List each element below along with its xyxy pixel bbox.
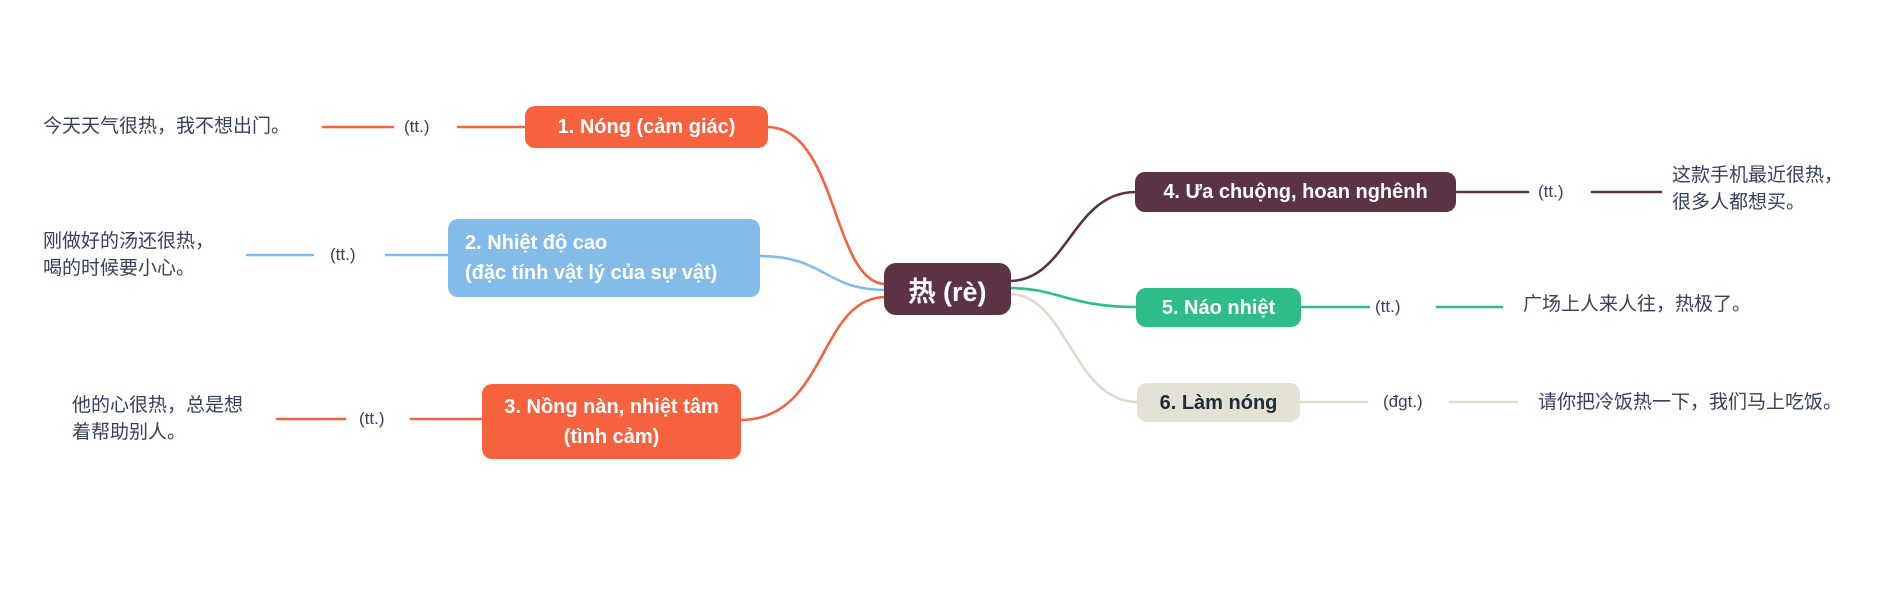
pos-label-1: (tt.) [404,117,430,136]
node-label-line: (đặc tính vật lý của sự vật) [465,262,718,284]
pos-label-5: (tt.) [1375,297,1401,316]
example-line: 喝的时候要小心。 [43,258,196,279]
example-sentence-6: 请你把冷饭热一下，我们马上吃饭。 [1538,389,1842,416]
pos-label-4: (tt.) [1538,182,1564,201]
meaning-node-5-nao-nhiet[interactable]: 5. Náo nhiệt [1136,288,1301,327]
meaning-node-3-nong-nan-nhiet-tam[interactable]: 3. Nồng nàn, nhiệt tâm (tình cảm) [482,384,741,459]
root-node-label: 热 (rè) [908,276,987,307]
node-label-line: 2. Nhiệt độ cao [465,232,608,254]
node-label-line: 4. Ưa chuộng, hoan nghênh [1163,181,1428,203]
example-sentence-3: 他的心很热，总是想 着帮助别人。 [72,392,243,446]
example-line: 很多人都想买。 [1672,192,1806,213]
pos-label-6: (đgt.) [1383,392,1423,411]
node-label-line: 1. Nóng (cảm giác) [557,116,736,138]
node-label-line: 5. Náo nhiệt [1161,296,1276,319]
branch-1-center-curve [765,125,888,286]
branch-2-center-curve [757,254,888,292]
pos-label-3: (tt.) [359,409,385,428]
branch-3-center-curve [738,295,888,422]
root-node-re[interactable]: 热 (rè) [884,263,1011,315]
node-label-line: 6. Làm nóng [1159,391,1278,414]
branch-6-center-curve [1007,292,1140,404]
branch-4-center-curve [1007,190,1138,283]
example-sentence-4: 这款手机最近很热， 很多人都想买。 [1672,162,1843,216]
example-line: 广场上人来人往，热极了。 [1523,294,1752,315]
example-line: 今天天气很热，我不想出门。 [43,116,291,137]
node-label-line: (tình cảm) [563,425,660,448]
example-sentence-2: 刚做好的汤还很热， 喝的时候要小心。 [43,228,214,282]
example-line: 这款手机最近很热， [1672,165,1844,186]
example-line: 请你把冷饭热一下，我们马上吃饭。 [1538,392,1843,413]
example-line: 他的心很热，总是想 [72,395,244,416]
meaning-node-6-lam-nong[interactable]: 6. Làm nóng [1137,383,1300,422]
example-sentence-5: 广场上人来人往，热极了。 [1523,291,1751,318]
example-line: 刚做好的汤还很热， [43,231,215,252]
example-line: 着帮助别人。 [72,422,187,443]
meaning-node-2-nhiet-do-cao[interactable]: 2. Nhiệt độ cao (đặc tính vật lý của sự … [448,219,760,297]
pos-label-2: (tt.) [330,245,356,264]
branch-5-center-curve [1007,286,1139,309]
meaning-node-4-ua-chuong-hoan-nghenh[interactable]: 4. Ưa chuộng, hoan nghênh [1135,172,1456,212]
node-label-line: 3. Nồng nàn, nhiệt tâm [504,395,719,418]
meaning-node-1-nong-cam-giac[interactable]: 1. Nóng (cảm giác) [525,106,768,148]
example-sentence-1: 今天天气很热，我不想出门。 [43,113,290,140]
